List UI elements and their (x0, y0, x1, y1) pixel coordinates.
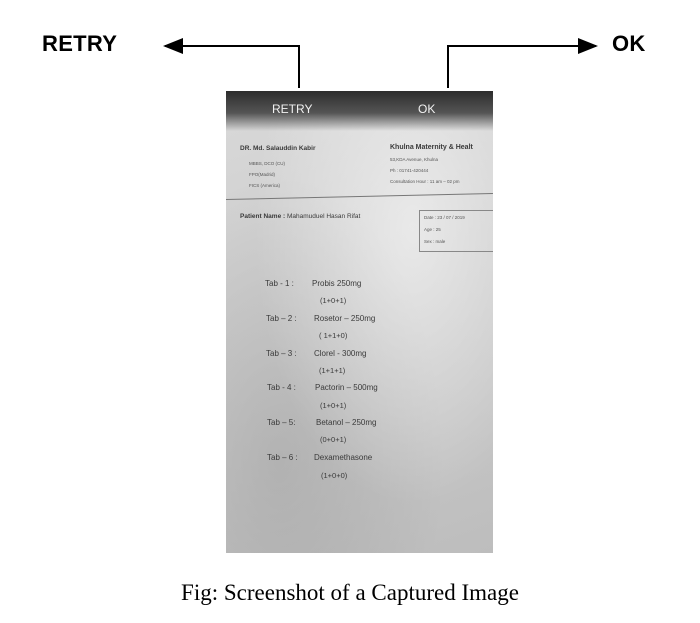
patient-age: Age : 25 (424, 227, 441, 232)
retry-annotation-label: RETRY (42, 31, 118, 56)
ok-button[interactable]: OK (418, 102, 436, 116)
tab-label: Tab - 1 : (265, 279, 294, 288)
ok-annotation-label: OK (612, 31, 646, 56)
patient-sex: Sex : male (424, 239, 446, 244)
doctor-degree: MBBS, DCO (CU) (249, 161, 285, 166)
medicine-name: Probis 250mg (312, 279, 362, 288)
doctor-degree: FICS (America) (249, 183, 281, 188)
visit-date: Date : 23 / 07 / 2019 (424, 215, 465, 220)
retry-arrow (163, 38, 300, 88)
medicine-name: Clorel - 300mg (314, 349, 367, 358)
captured-image-screen: RETRY OK DR. Md. Salauddin Kabir MBBS, D… (226, 91, 493, 553)
medicine-dose: (1+0+0) (321, 471, 348, 480)
clinic-hours: Consultation Hour : 11 am – 02 pm (390, 179, 460, 184)
medicine-dose: (1+0+1) (320, 296, 347, 305)
medicine-dose: (1+1+1) (319, 366, 346, 375)
ok-arrow (447, 38, 598, 88)
tab-label: Tab - 4 : (267, 383, 296, 392)
patient-line: Patient Name : Mahamuduel Hasan Rifat (240, 213, 360, 220)
medicine-dose: (0+0+1) (320, 435, 347, 444)
medicine-dose: (1+0+1) (320, 401, 347, 410)
doctor-name: DR. Md. Salauddin Kabir (240, 145, 316, 152)
clinic-phone: Ph : 01741-420444 (390, 168, 429, 173)
patient-info-box: Date : 23 / 07 / 2019 Age : 25 Sex : mal… (419, 210, 493, 252)
tab-label: Tab – 6 : (267, 453, 298, 462)
clinic-name: Khulna Maternity & Healt (390, 144, 473, 151)
patient-name: Mahamuduel Hasan Rifat (286, 213, 361, 220)
medicine-name: Pactorin – 500mg (315, 383, 378, 392)
camera-action-bar (226, 91, 493, 131)
medicine-name: Betanol – 250mg (316, 418, 377, 427)
tab-label: Tab – 5: (267, 418, 296, 427)
medicine-dose: ( 1+1+0) (319, 331, 348, 340)
tab-label: Tab – 2 : (266, 314, 297, 323)
header-divider (226, 192, 493, 200)
figure-caption: Fig: Screenshot of a Captured Image (181, 580, 519, 605)
doctor-degree: FPO(Madrid) (249, 172, 276, 177)
retry-button[interactable]: RETRY (272, 102, 313, 116)
clinic-address: 53,KDA Avenue, Khulna (390, 157, 438, 162)
tab-label: Tab – 3 : (266, 349, 297, 358)
medicine-name: Rosetor – 250mg (314, 314, 376, 323)
patient-label: Patient Name : (240, 213, 286, 220)
medicine-name: Dexamethasone (314, 453, 373, 462)
